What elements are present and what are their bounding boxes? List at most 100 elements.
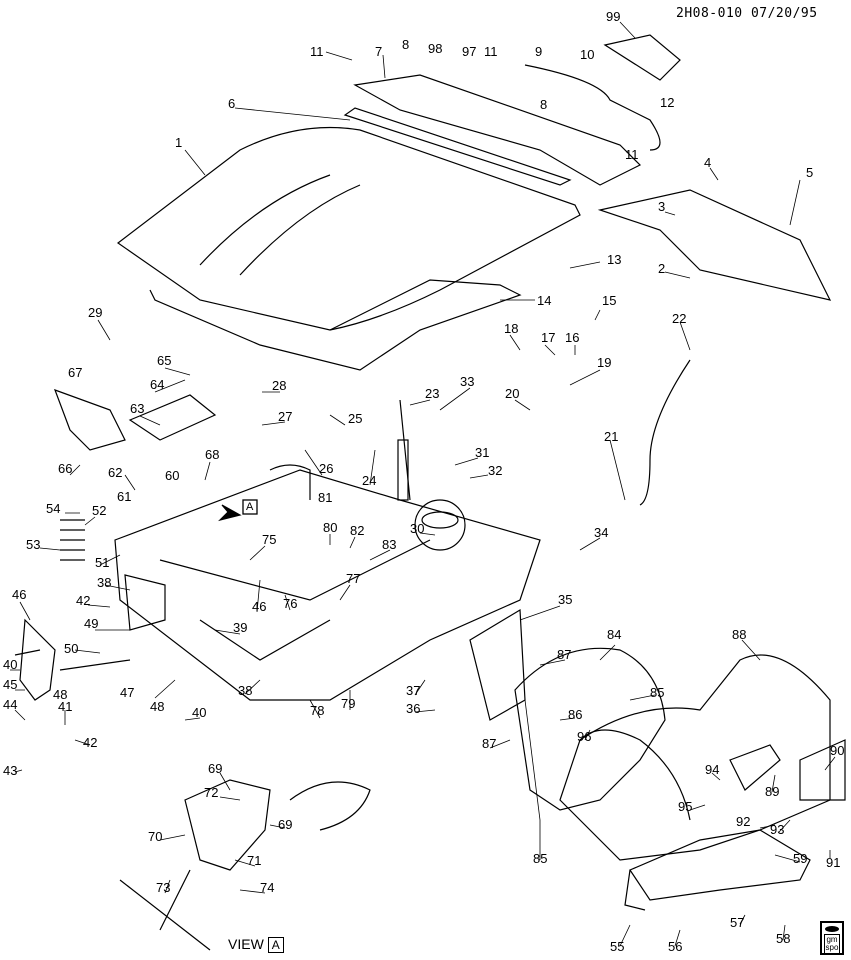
callout-94: 94 [705, 762, 720, 777]
callout-41: 41 [58, 699, 73, 714]
logo-line1: gm [826, 935, 838, 944]
callout-87: 87 [482, 736, 497, 751]
front-structure [114, 469, 541, 701]
callout-2: 2 [658, 261, 666, 276]
callout-42: 42 [83, 735, 98, 750]
callout-14: 14 [537, 293, 552, 308]
callout-93: 93 [770, 822, 785, 837]
callout-48: 48 [150, 699, 165, 714]
callout-92: 92 [736, 814, 751, 829]
callout-63: 63 [130, 401, 145, 416]
callout-1: 1 [175, 135, 183, 150]
callout-24: 24 [362, 473, 377, 488]
callout-88: 88 [732, 627, 747, 642]
callout-81: 81 [318, 490, 333, 505]
callout-50: 50 [64, 641, 79, 656]
callout-21: 21 [604, 429, 619, 444]
callout-79: 79 [341, 696, 356, 711]
callout-8: 8 [402, 37, 410, 52]
callout-19: 19 [597, 355, 612, 370]
drawing-id: 2H08-010 07/20/95 [676, 6, 818, 21]
callout-78: 78 [310, 703, 325, 718]
callout-98: 98 [428, 41, 443, 56]
callout-43: 43 [3, 763, 18, 778]
callout-15: 15 [602, 293, 617, 308]
callout-3: 3 [658, 199, 666, 214]
callout-38: 38 [238, 683, 253, 698]
callout-57: 57 [730, 915, 745, 930]
callout-11: 11 [310, 44, 324, 59]
callout-60: 60 [165, 468, 180, 483]
callout-31: 31 [475, 445, 490, 460]
callout-30: 30 [410, 521, 425, 536]
callout-65: 65 [157, 353, 172, 368]
view-label-text: VIEW [228, 936, 264, 952]
callout-13: 13 [607, 252, 622, 267]
callout-9: 9 [535, 44, 543, 59]
callout-46: 46 [252, 599, 267, 614]
callout-55: 55 [610, 939, 625, 954]
callout-99: 99 [606, 9, 621, 24]
callout-5: 5 [806, 165, 814, 180]
callout-56: 56 [668, 939, 683, 954]
callout-86: 86 [568, 707, 583, 722]
hood-outline [116, 126, 581, 331]
callout-7: 7 [375, 44, 383, 59]
callout-25: 25 [348, 411, 363, 426]
callout-18: 18 [504, 321, 519, 336]
view-arrow-marker: A [246, 501, 254, 513]
callout-54: 54 [46, 501, 61, 516]
callout-35: 35 [558, 592, 573, 607]
callout-26: 26 [319, 461, 334, 476]
cowl-panel [343, 107, 572, 186]
callout-46: 46 [12, 587, 27, 602]
callout-61: 61 [117, 489, 132, 504]
callout-62: 62 [108, 465, 123, 480]
callout-52: 52 [92, 503, 107, 518]
callout-68: 68 [205, 447, 220, 462]
callout-53: 53 [26, 537, 41, 552]
callout-76: 76 [283, 596, 298, 611]
callout-17: 17 [541, 330, 556, 345]
callout-44: 44 [3, 697, 18, 712]
callout-96: 96 [577, 729, 592, 744]
logo-line2: spo [825, 943, 839, 952]
callout-38: 38 [97, 575, 112, 590]
callout-11: 11 [484, 44, 498, 59]
callout-84: 84 [607, 627, 622, 642]
wheelhouse [514, 647, 666, 811]
callout-72: 72 [204, 785, 219, 800]
callout-69: 69 [278, 817, 293, 832]
callout-85: 85 [533, 851, 548, 866]
callout-39: 39 [233, 620, 248, 635]
callout-36: 36 [406, 701, 421, 716]
callout-64: 64 [150, 377, 165, 392]
callout-59: 59 [793, 851, 808, 866]
view-arrow [218, 504, 242, 522]
callout-40: 40 [192, 705, 207, 720]
callout-40: 40 [3, 657, 18, 672]
callout-16: 16 [565, 330, 580, 345]
callout-67: 67 [68, 365, 83, 380]
callout-69: 69 [208, 761, 223, 776]
callout-32: 32 [488, 463, 503, 478]
callout-71: 71 [247, 853, 262, 868]
washer-reservoir [184, 779, 271, 871]
callout-37: 37 [406, 683, 421, 698]
view-label-marker: A [267, 937, 284, 953]
fender [559, 654, 831, 861]
callout-22: 22 [672, 311, 687, 326]
callout-82: 82 [350, 523, 365, 538]
callout-10: 10 [580, 47, 595, 62]
callout-85: 85 [650, 685, 665, 700]
callout-83: 83 [382, 537, 397, 552]
callout-90: 90 [830, 743, 845, 758]
callout-20: 20 [505, 386, 520, 401]
callout-29: 29 [88, 305, 103, 320]
callout-66: 66 [58, 461, 73, 476]
callout-97: 97 [462, 44, 477, 59]
